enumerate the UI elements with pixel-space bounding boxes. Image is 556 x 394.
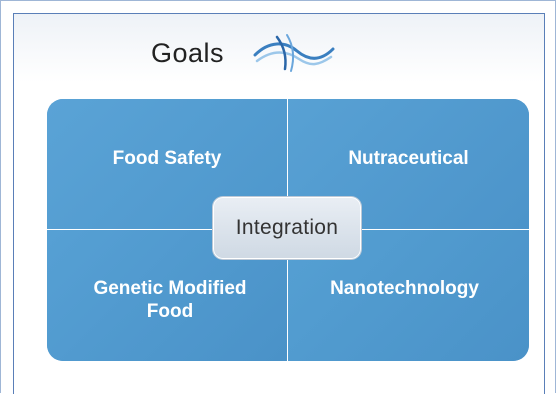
integration-label: Integration <box>235 216 339 239</box>
label-nanotechnology: Nanotechnology <box>330 278 479 299</box>
integration-box: Integration <box>213 197 361 259</box>
label-genetic-modified-food: Genetic Modified Food <box>93 278 247 322</box>
slide-title: Goals <box>151 38 225 68</box>
label-food-safety: Food Safety <box>112 148 222 169</box>
wave-swirl-logo-icon <box>253 34 335 72</box>
label-nutraceutical: Nutraceutical <box>348 148 469 169</box>
